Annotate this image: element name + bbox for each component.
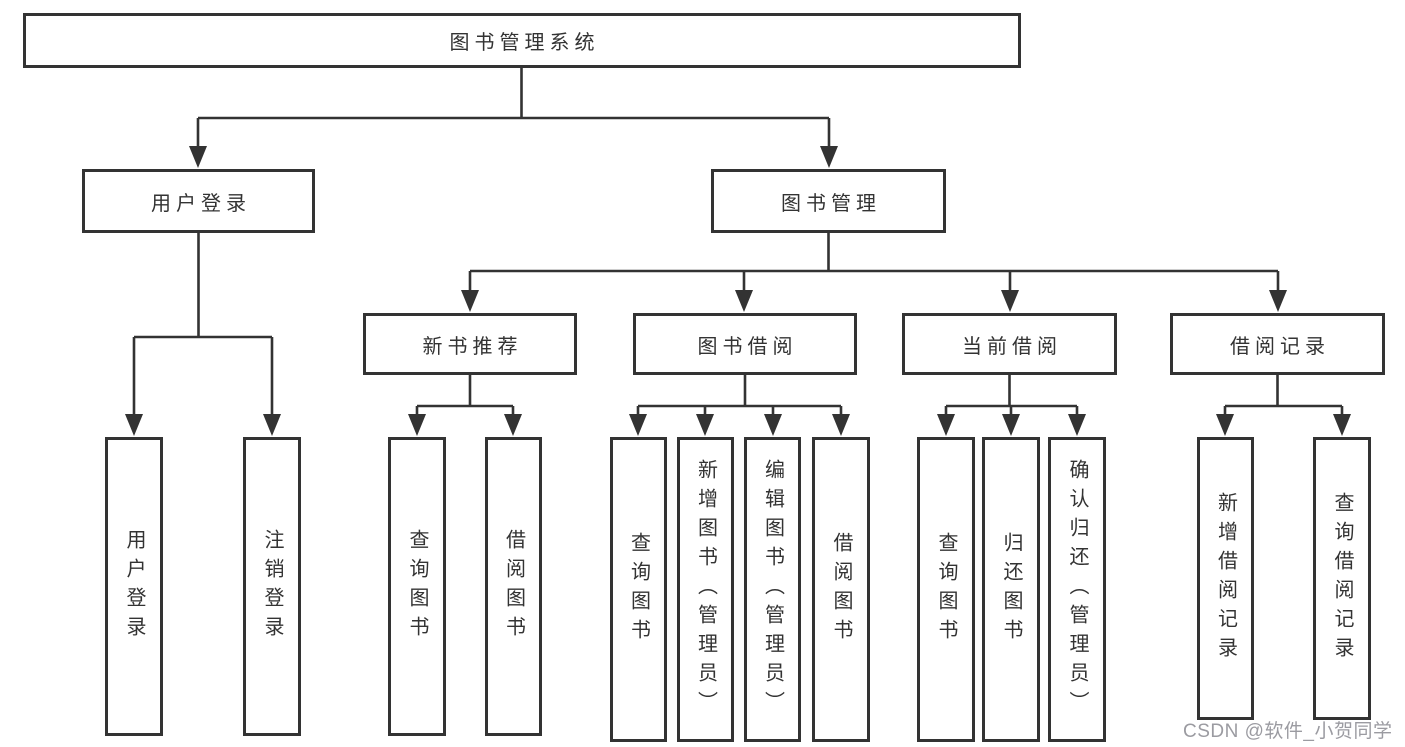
node-root-system: 图书管理系统 — [23, 13, 1021, 68]
csdn-watermark: CSDN @软件_小贺同学 — [1183, 721, 1393, 742]
leaf-borrow-book: 借阅图书 — [812, 437, 870, 742]
node-current-borrow: 当前借阅 — [902, 313, 1117, 375]
leaf-query-borrow-record: 查询借阅记录 — [1313, 437, 1371, 720]
leaf-return-book: 归还图书 — [982, 437, 1040, 742]
leaf-query-book-recommend: 查询图书 — [388, 437, 446, 736]
leaf-borrow-book-recommend: 借阅图书 — [485, 437, 542, 736]
node-new-book-recommend: 新书推荐 — [363, 313, 577, 375]
node-borrow-records: 借阅记录 — [1170, 313, 1385, 375]
leaf-add-book-admin: 新增图书（管理员） — [677, 437, 734, 742]
leaf-query-book-borrow: 查询图书 — [610, 437, 667, 742]
leaf-add-borrow-record: 新增借阅记录 — [1197, 437, 1254, 720]
node-book-management: 图书管理 — [711, 169, 946, 233]
leaf-user-login: 用户登录 — [105, 437, 163, 736]
leaf-query-book-current: 查询图书 — [917, 437, 975, 742]
leaf-logout: 注销登录 — [243, 437, 301, 736]
leaf-confirm-return-admin: 确认归还（管理员） — [1048, 437, 1106, 742]
node-book-borrow: 图书借阅 — [633, 313, 857, 375]
leaf-edit-book-admin: 编辑图书（管理员） — [744, 437, 801, 742]
node-user-login: 用户登录 — [82, 169, 315, 233]
